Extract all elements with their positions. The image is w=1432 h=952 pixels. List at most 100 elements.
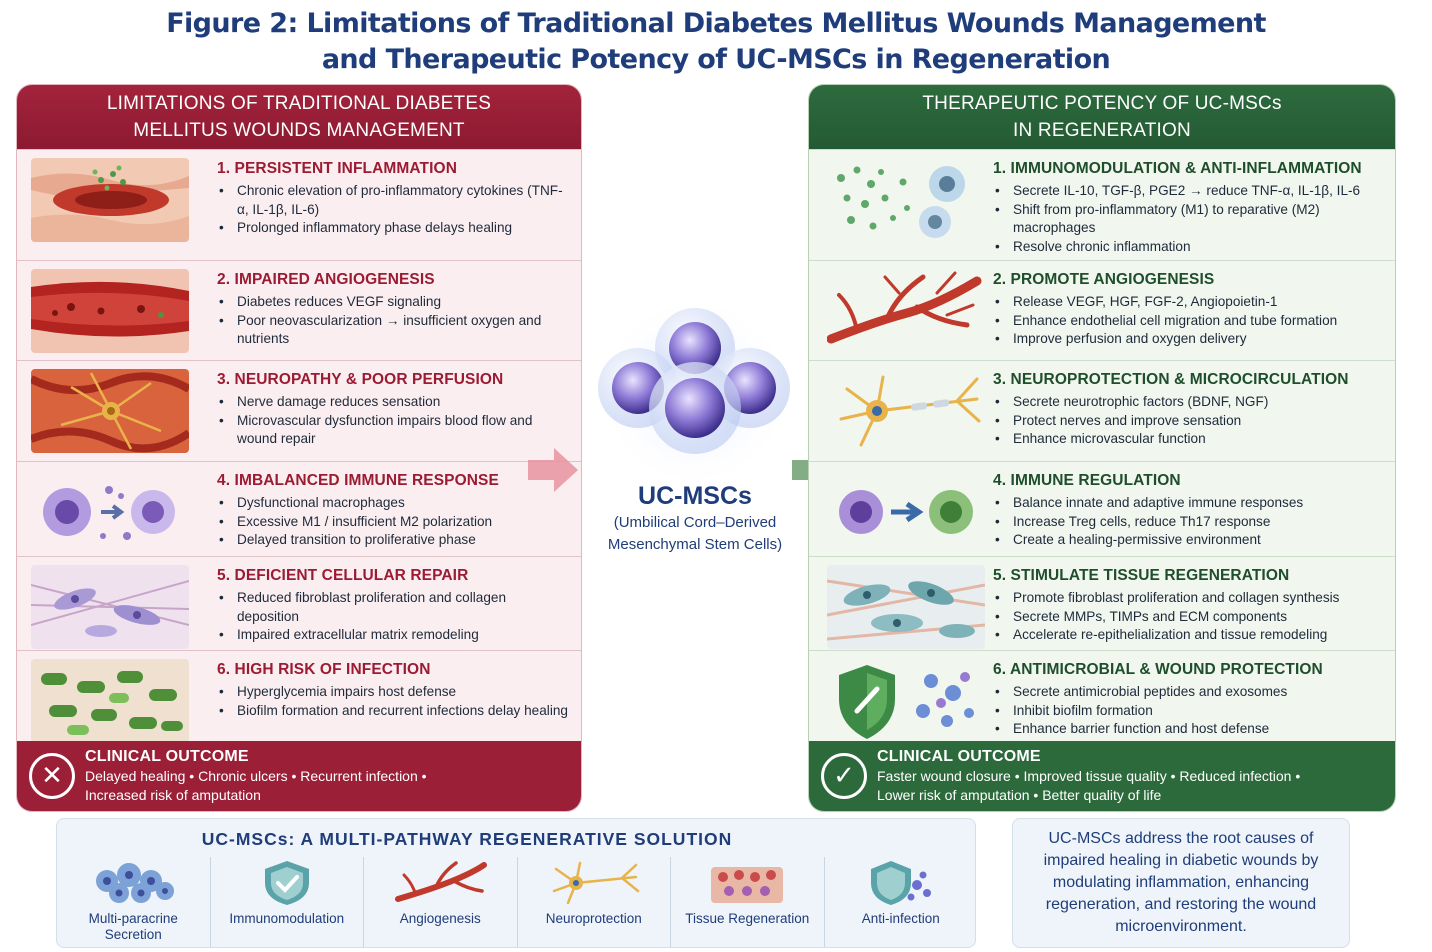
- therapy-title: 3. NEUROPROTECTION & MICROCIRCULATION: [993, 371, 1349, 388]
- blood-vessel-icon: [827, 269, 985, 353]
- therapy-item-tissue-regeneration: 5. STIMULATE TISSUE REGENERATION Promote…: [809, 556, 1395, 650]
- limitation-bullet: Chronic elevation of pro-inflammatory cy…: [217, 182, 571, 219]
- therapy-item-immune-regulation: 4. IMMUNE REGULATION Balance innate and …: [809, 461, 1395, 556]
- pathway-label: Multi-paracrine: [88, 911, 178, 926]
- limitations-panel: LIMITATIONS OF TRADITIONAL DIABETES MELL…: [16, 84, 582, 812]
- limitation-item-immune: 4. IMBALANCED IMMUNE RESPONSE Dysfunctio…: [17, 461, 581, 556]
- therapy-bullet: Accelerate re-epithelialization and tiss…: [993, 626, 1385, 645]
- therapy-bullet: Enhance endothelial cell migration and t…: [993, 312, 1385, 331]
- limitation-title: 3. NEUROPATHY & POOR PERFUSION: [217, 371, 504, 388]
- bacteria-icon: [31, 659, 189, 743]
- pathway-item: Immunomodulation: [209, 857, 364, 947]
- limitation-title: 5. DEFICIENT CELLULAR REPAIR: [217, 567, 469, 584]
- limitation-bullet: Prolonged inflammatory phase delays heal…: [217, 219, 571, 238]
- pathway-item: Multi-paracrine Secretion: [57, 857, 210, 947]
- limitation-bullet: Hyperglycemia impairs host defense: [217, 683, 571, 702]
- x-circle-icon: ✕: [29, 753, 75, 799]
- therapy-item-immunomodulation: 1. IMMUNOMODULATION & ANTI-INFLAMMATION …: [809, 149, 1395, 260]
- limitation-title: 1. PERSISTENT INFLAMMATION: [217, 160, 457, 177]
- limitation-bullet: Biofilm formation and recurrent infectio…: [217, 702, 571, 721]
- uc-msc-center: UC-MSCs (Umbilical Cord–Derived Mesenchy…: [582, 290, 808, 570]
- limitation-bullet: Dysfunctional macrophages: [217, 494, 571, 513]
- limitation-bullet: Poor neovascularization → insufficient o…: [217, 312, 571, 349]
- pathway-label: Tissue Regeneration: [685, 911, 810, 926]
- therapeutic-heading-line2: IN REGENERATION: [1013, 120, 1191, 141]
- solution-heading: UC-MSCs: A MULTI-PATHWAY REGENERATIVE SO…: [201, 829, 733, 849]
- limitation-item-infection: 6. HIGH RISK OF INFECTION Hyperglycemia …: [17, 650, 581, 743]
- summary-text: UC-MSCs address the root causes of impai…: [1012, 818, 1350, 948]
- limitation-item-inflammation: 1. PERSISTENT INFLAMMATION Chronic eleva…: [17, 149, 581, 260]
- therapy-title: 4. IMMUNE REGULATION: [993, 472, 1181, 489]
- outcome-line1: Delayed healing • Chronic ulcers • Recur…: [85, 768, 427, 784]
- outcome-line1: Faster wound closure • Improved tissue q…: [877, 768, 1301, 784]
- therapeutic-panel-heading: THERAPEUTIC POTENCY OF UC-MSCs IN REGENE…: [809, 85, 1395, 149]
- anti-inflammatory-cells-icon: [827, 158, 985, 242]
- limitation-item-repair: 5. DEFICIENT CELLULAR REPAIR Reduced fib…: [17, 556, 581, 650]
- therapy-title: 5. STIMULATE TISSUE REGENERATION: [993, 567, 1290, 584]
- figure-title: Figure 2: Limitations of Traditional Dia…: [0, 6, 1432, 78]
- therapy-bullet: Shift from pro-inflammatory (M1) to repa…: [993, 201, 1385, 238]
- center-sub-line2: Mesenchymal Stem Cells): [607, 536, 783, 553]
- check-circle-icon: ✓: [821, 753, 867, 799]
- outcome-heading: CLINICAL OUTCOME: [85, 748, 249, 765]
- therapeutic-heading-line1: THERAPEUTIC POTENCY OF UC-MSCs: [922, 93, 1282, 114]
- therapy-bullet: Enhance barrier function and host defens…: [993, 720, 1385, 739]
- therapy-title: 1. IMMUNOMODULATION & ANTI-INFLAMMATION: [993, 160, 1362, 177]
- limitation-bullet: Diabetes reduces VEGF signaling: [217, 293, 571, 312]
- limitation-title: 4. IMBALANCED IMMUNE RESPONSE: [217, 472, 499, 489]
- pathway-label: Angiogenesis: [399, 911, 481, 926]
- therapy-bullet: Secrete neurotrophic factors (BDNF, NGF): [993, 393, 1385, 412]
- therapy-bullet: Inhibit biofilm formation: [993, 702, 1385, 721]
- therapy-bullet: Release VEGF, HGF, FGF-2, Angiopoietin-1: [993, 293, 1385, 312]
- therapy-bullet: Protect nerves and improve sensation: [993, 412, 1385, 431]
- therapy-title: 2. PROMOTE ANGIOGENESIS: [993, 271, 1215, 288]
- figure-title-line1: Figure 2: Limitations of Traditional Dia…: [166, 8, 1266, 39]
- therapy-bullet: Improve perfusion and oxygen delivery: [993, 330, 1385, 349]
- shield-check-icon: [264, 861, 309, 905]
- pathway-label: Neuroprotection: [545, 911, 642, 926]
- limitations-clinical-outcome: ✕ CLINICAL OUTCOME Delayed healing • Chr…: [17, 741, 581, 811]
- therapy-bullet: Secrete antimicrobial peptides and exoso…: [993, 683, 1385, 702]
- limitation-bullet: Reduced fibroblast proliferation and col…: [217, 589, 571, 626]
- pathway-label: Anti-infection: [861, 911, 940, 926]
- tissue-icon: [711, 867, 784, 903]
- blood-vessel-icon: [31, 269, 189, 353]
- limitation-bullet: Nerve damage reduces sensation: [217, 393, 571, 412]
- therapy-title: 6. ANTIMICROBIAL & WOUND PROTECTION: [993, 661, 1323, 678]
- outcome-line2: Increased risk of amputation: [85, 787, 261, 803]
- therapy-bullet: Enhance microvascular function: [993, 430, 1385, 449]
- stem-cell-cluster-icon: [595, 292, 795, 490]
- therapeutic-clinical-outcome: ✓ CLINICAL OUTCOME Faster wound closure …: [809, 741, 1395, 811]
- pathway-item: Angiogenesis: [363, 857, 517, 947]
- blood-vessel-icon: [395, 861, 488, 902]
- neuron-icon: [827, 369, 985, 453]
- arrow-right-icon: [528, 448, 578, 492]
- inflamed-wound-icon: [31, 158, 189, 242]
- cell-cluster-icon: [96, 863, 175, 903]
- limitation-bullet: Delayed transition to proliferative phas…: [217, 531, 571, 550]
- shield-bacteria-icon: [827, 659, 985, 743]
- macrophage-icon: [31, 470, 189, 554]
- pathway-item: Tissue Regeneration: [670, 857, 824, 947]
- limitation-title: 2. IMPAIRED ANGIOGENESIS: [217, 271, 435, 288]
- limitation-bullet: Impaired extracellular matrix remodeling: [217, 626, 571, 645]
- limitation-bullet: Excessive M1 / insufficient M2 polarizat…: [217, 513, 571, 532]
- pathway-label: Immunomodulation: [229, 911, 345, 926]
- fibroblast-icon: [31, 565, 189, 649]
- pathway-item: Neuroprotection: [516, 857, 671, 947]
- tissue-cells-icon: [827, 565, 985, 649]
- multi-pathway-solution: UC-MSCs: A MULTI-PATHWAY REGENERATIVE SO…: [56, 818, 976, 948]
- pathway-label-line2: Secretion: [104, 927, 162, 942]
- limitations-panel-heading: LIMITATIONS OF TRADITIONAL DIABETES MELL…: [17, 85, 581, 149]
- therapy-bullet: Promote fibroblast proliferation and col…: [993, 589, 1385, 608]
- neuron-icon: [552, 861, 639, 905]
- pathway-item: Anti-infection: [823, 857, 978, 947]
- therapy-item-neuroprotection: 3. NEUROPROTECTION & MICROCIRCULATION Se…: [809, 360, 1395, 461]
- figure-title-line2: and Therapeutic Potency of UC-MSCs in Re…: [321, 44, 1111, 75]
- damaged-neuron-icon: [31, 369, 189, 453]
- therapy-bullet: Secrete MMPs, TIMPs and ECM components: [993, 608, 1385, 627]
- therapy-bullet: Resolve chronic inflammation: [993, 238, 1385, 257]
- outcome-heading: CLINICAL OUTCOME: [877, 748, 1041, 765]
- limitation-item-neuropathy: 3. NEUROPATHY & POOR PERFUSION Nerve dam…: [17, 360, 581, 461]
- m1-to-m2-macrophage-icon: [827, 470, 985, 554]
